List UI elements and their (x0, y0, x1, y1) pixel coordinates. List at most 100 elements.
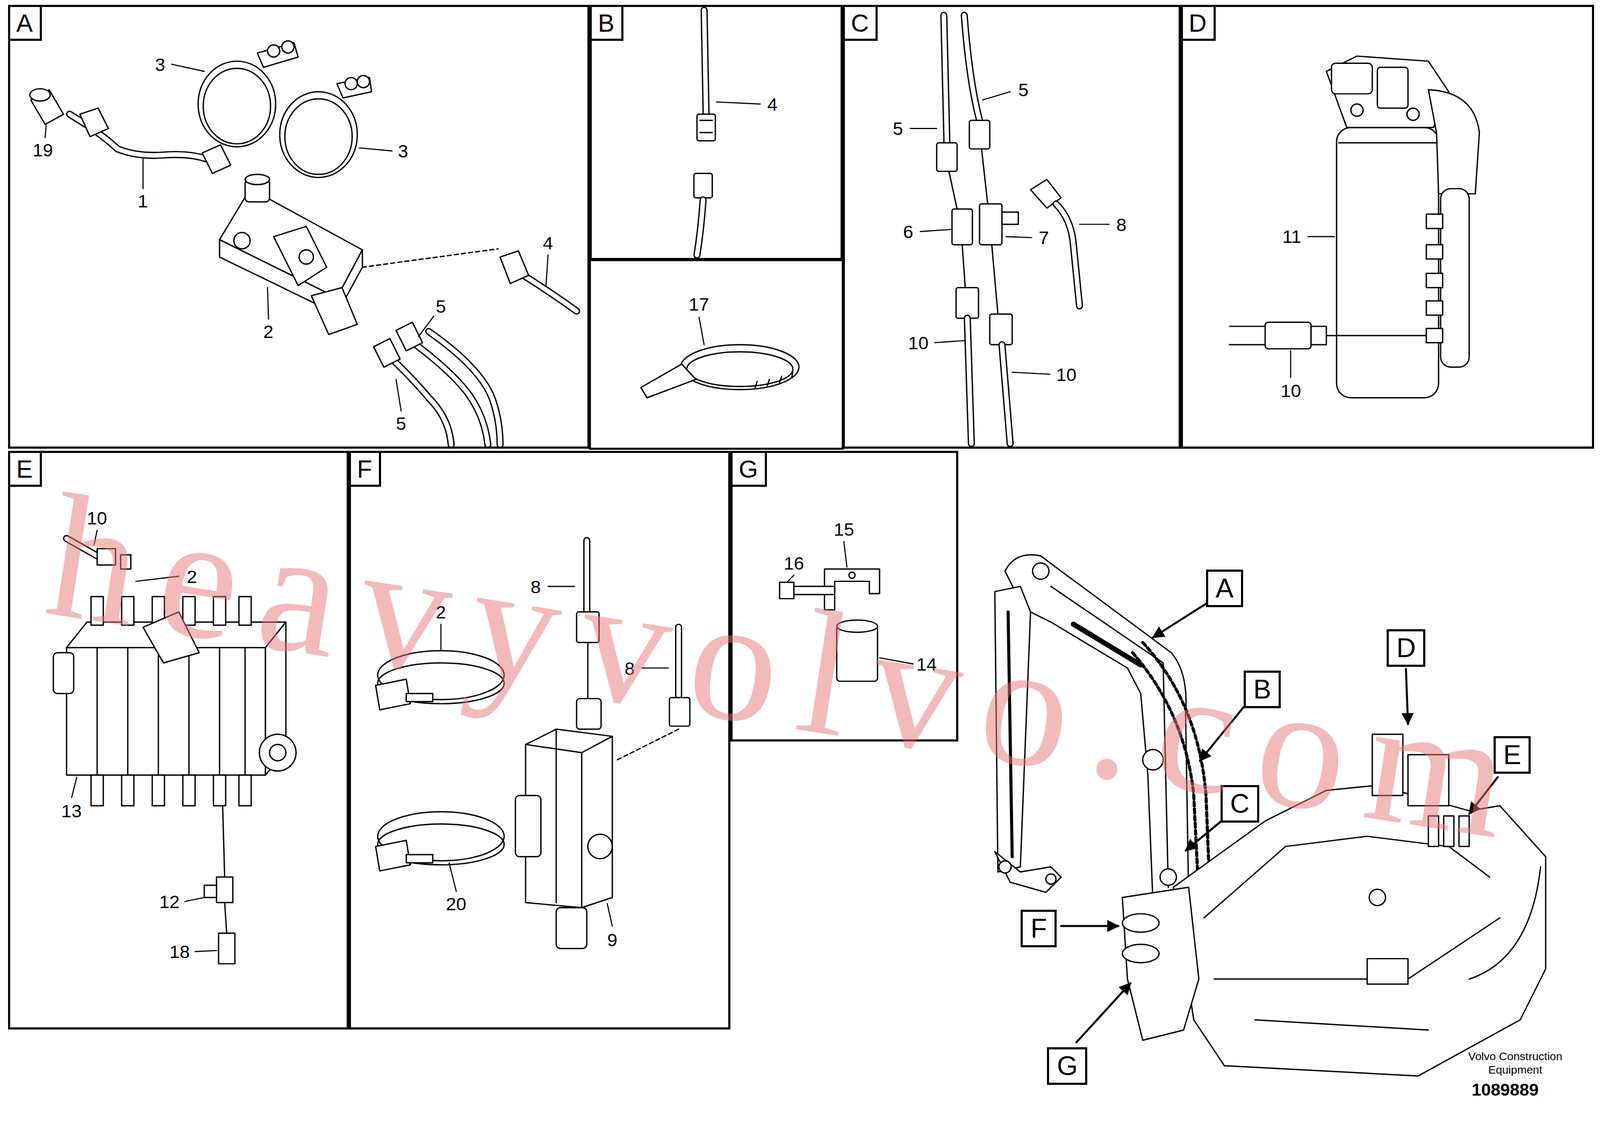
leader-line (142, 159, 144, 189)
bracket-parts (779, 569, 880, 682)
callout-number: 18 (167, 942, 192, 962)
check-valve (586, 642, 588, 699)
leader-line (440, 624, 442, 650)
hose-assembly (969, 120, 990, 149)
callout-box: F (1020, 909, 1057, 948)
control-valve-bank (66, 538, 98, 556)
callout-number: 12 (157, 892, 182, 912)
control-valve-bank (224, 902, 227, 934)
callout-box: G (1046, 1047, 1088, 1086)
callout-number: 2 (261, 321, 276, 342)
valve-block (499, 250, 529, 284)
hose-clamp (375, 679, 411, 710)
callout-number: 15 (831, 519, 856, 540)
view-panel: F (348, 450, 731, 1030)
callout-number: 5 (891, 118, 905, 139)
check-valve (515, 540, 691, 949)
view-panel: G (730, 450, 958, 742)
filter-assembly (1331, 63, 1373, 95)
callout-number: 10 (1279, 381, 1303, 401)
callout-arrow (1469, 777, 1498, 814)
excavator-illustration (1367, 958, 1409, 985)
callout-arrow (1152, 604, 1207, 638)
valve-block (219, 174, 577, 335)
leader-line (449, 863, 457, 892)
hose-assembly (697, 114, 716, 141)
callout-number: 19 (31, 140, 55, 160)
hose-assembly (943, 15, 947, 143)
hose-assembly (943, 15, 947, 143)
callout-number: 8 (622, 658, 637, 679)
control-valve-bank (269, 744, 286, 762)
hose-assembly (704, 10, 707, 118)
hose-assembly (410, 340, 488, 446)
excavator-illustration (1408, 755, 1449, 807)
excavator-illustration (1132, 653, 1199, 899)
callout-number: 17 (687, 294, 712, 314)
control-valve-bank (259, 734, 297, 772)
control-valve-bank (218, 933, 235, 965)
leader-line (920, 229, 951, 232)
view-panel: A (8, 4, 590, 449)
check-valve (669, 697, 691, 727)
excavator-illustration (1203, 836, 1490, 918)
excavator-illustration (1008, 612, 1013, 858)
hose-assembly (373, 322, 500, 446)
excavator-illustration (1214, 917, 1500, 980)
check-valve (556, 907, 587, 949)
cable-tie (686, 352, 793, 387)
control-valve-bank (120, 555, 131, 570)
filter-assembly (1338, 141, 1437, 143)
view-letter: G (732, 453, 767, 487)
leader-line (71, 777, 77, 798)
cable-tie (680, 345, 799, 391)
check-valve (515, 795, 541, 857)
callout-letter: F (1030, 915, 1047, 943)
control-valve-bank (182, 775, 196, 806)
excavator-illustration (1459, 815, 1470, 847)
hose-assembly (1056, 204, 1080, 307)
leader-line (396, 379, 401, 412)
bracket-parts (779, 582, 795, 599)
cable-tie (640, 345, 799, 399)
hose-clamp (375, 650, 505, 872)
pipe-and-fittings (29, 88, 50, 102)
valve-block (245, 174, 270, 185)
callout-number: 4 (765, 94, 780, 114)
hose-assembly (697, 199, 703, 255)
view-letter: A (10, 6, 42, 41)
leader-line (94, 530, 98, 545)
filter-assembly (1426, 273, 1443, 289)
callout-number: 14 (914, 654, 939, 674)
view-letter: B (591, 6, 624, 41)
callout-letter: B (1253, 676, 1272, 703)
check-valve (587, 834, 613, 860)
excavator-illustration (1142, 642, 1210, 899)
hose-assembly (704, 10, 707, 118)
hose-assembly (967, 318, 972, 444)
hose-assembly (693, 173, 713, 199)
leader-line (1308, 235, 1335, 238)
hose-assembly (951, 209, 973, 245)
callout-letter: C (1230, 790, 1250, 818)
excavator-illustration (1142, 749, 1164, 771)
leader-line (184, 897, 205, 902)
callout-arrow (1076, 983, 1131, 1043)
leader-line (548, 585, 575, 587)
excavator-illustration (1050, 586, 1168, 888)
filter-assembly (1229, 326, 1266, 345)
callout-number: 5 (434, 296, 448, 317)
check-valve (584, 540, 590, 613)
hose-clamp (375, 840, 411, 872)
control-valve-bank (222, 805, 225, 878)
hose-assembly (979, 204, 1003, 246)
hose-assembly (373, 338, 400, 368)
control-valve-bank (90, 596, 104, 626)
leader-line (716, 102, 761, 105)
view-letter: D (1182, 6, 1216, 41)
control-valve-bank (90, 775, 104, 806)
callout-box: E (1493, 736, 1531, 774)
control-valve-bank (182, 596, 196, 626)
hose-clamp (280, 91, 358, 178)
